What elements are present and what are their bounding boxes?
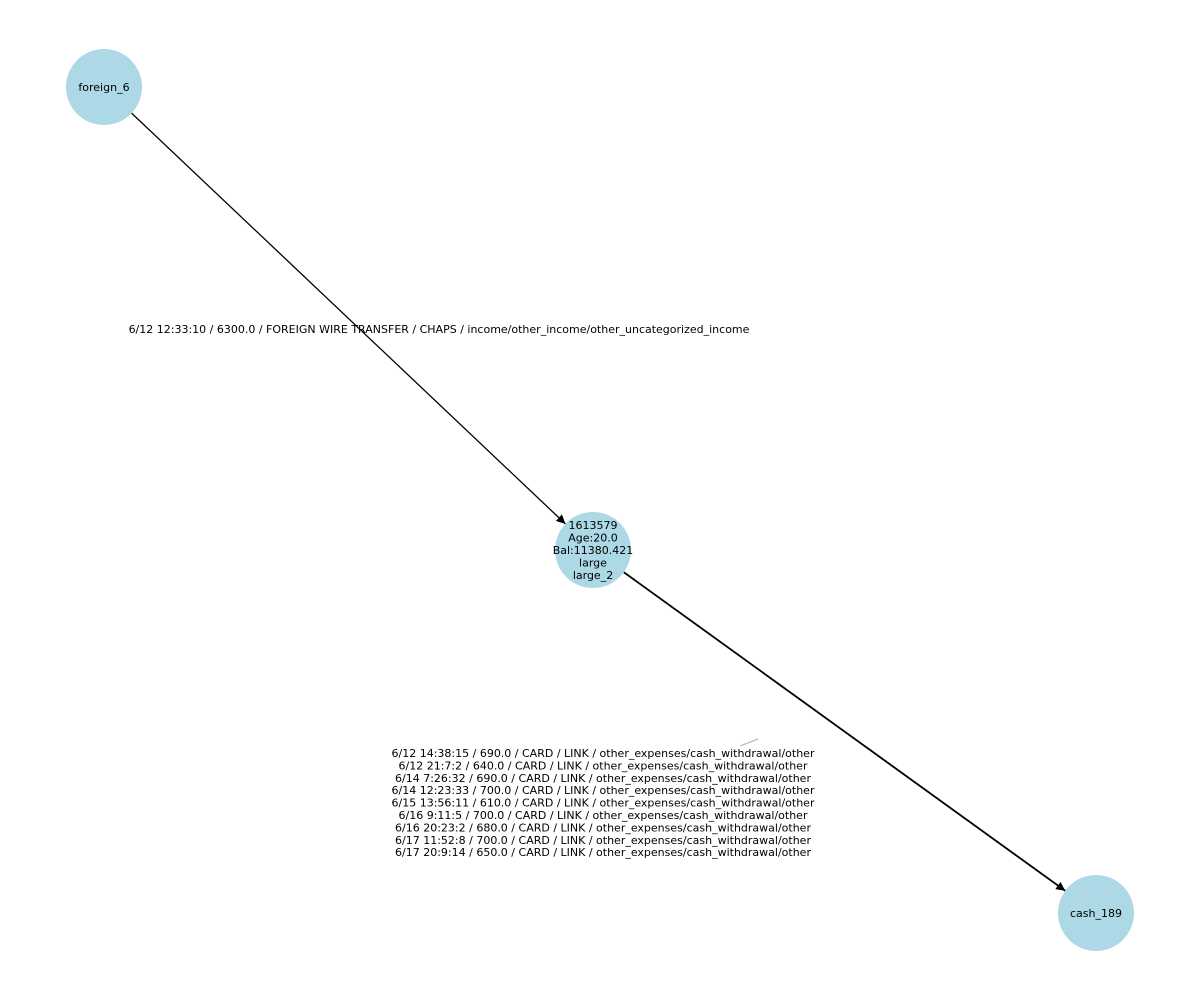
node-label-line: large_2 [573, 569, 613, 582]
edge-label-line: 6/16 9:11:5 / 700.0 / CARD / LINK / othe… [399, 809, 808, 822]
node-label-line: Bal:11380.421 [553, 544, 634, 557]
edge-label-line: 6/17 20:9:14 / 650.0 / CARD / LINK / oth… [395, 846, 811, 859]
edge-1613579-to-cash_189 [623, 571, 1066, 892]
edge-label-line: 6/14 7:26:32 / 690.0 / CARD / LINK / oth… [395, 772, 811, 785]
node-label: foreign_6 [78, 81, 129, 94]
edge-label-line: 6/14 12:23:33 / 700.0 / CARD / LINK / ot… [392, 784, 815, 797]
edge-labels-layer: 6/12 12:33:10 / 6300.0 / FOREIGN WIRE TR… [129, 323, 815, 859]
node-circle[interactable] [66, 49, 142, 125]
node-label-line: Age:20.0 [568, 532, 617, 545]
node-label-line: large [579, 556, 607, 569]
edges-layer [131, 112, 1066, 892]
edge-label-1613579-to-cash_189: 6/12 14:38:15 / 690.0 / CARD / LINK / ot… [392, 738, 815, 859]
edge-label-text: 6/12 14:38:15 / 690.0 / CARD / LINK / ot… [392, 747, 815, 859]
edge-foreign_6-to-1613579 [131, 112, 566, 525]
edge-label-foreign_6-to-1613579: 6/12 12:33:10 / 6300.0 / FOREIGN WIRE TR… [129, 323, 750, 336]
edge-label-text: 6/12 12:33:10 / 6300.0 / FOREIGN WIRE TR… [129, 323, 750, 336]
edge-label-line: 6/15 13:56:11 / 610.0 / CARD / LINK / ot… [392, 797, 815, 810]
node-foreign_6[interactable]: foreign_6 [66, 49, 142, 125]
node-label-line: cash_189 [1070, 907, 1122, 920]
node-circle[interactable] [555, 512, 631, 588]
edge-label-line: 6/16 20:23:2 / 680.0 / CARD / LINK / oth… [395, 821, 811, 834]
node-label-line: foreign_6 [78, 81, 129, 94]
node-cash_189[interactable]: cash_189 [1058, 875, 1134, 951]
edge-label-line: 6/12 21:7:2 / 640.0 / CARD / LINK / othe… [399, 759, 808, 772]
node-circle[interactable] [1058, 875, 1134, 951]
edge-label-line: 6/17 11:52:8 / 700.0 / CARD / LINK / oth… [395, 834, 811, 847]
edge-label-leader-line [739, 738, 759, 747]
node-label-line: 1613579 [569, 519, 618, 532]
node-label: cash_189 [1070, 907, 1122, 920]
edge-label-line: 6/12 14:38:15 / 690.0 / CARD / LINK / ot… [392, 747, 815, 760]
